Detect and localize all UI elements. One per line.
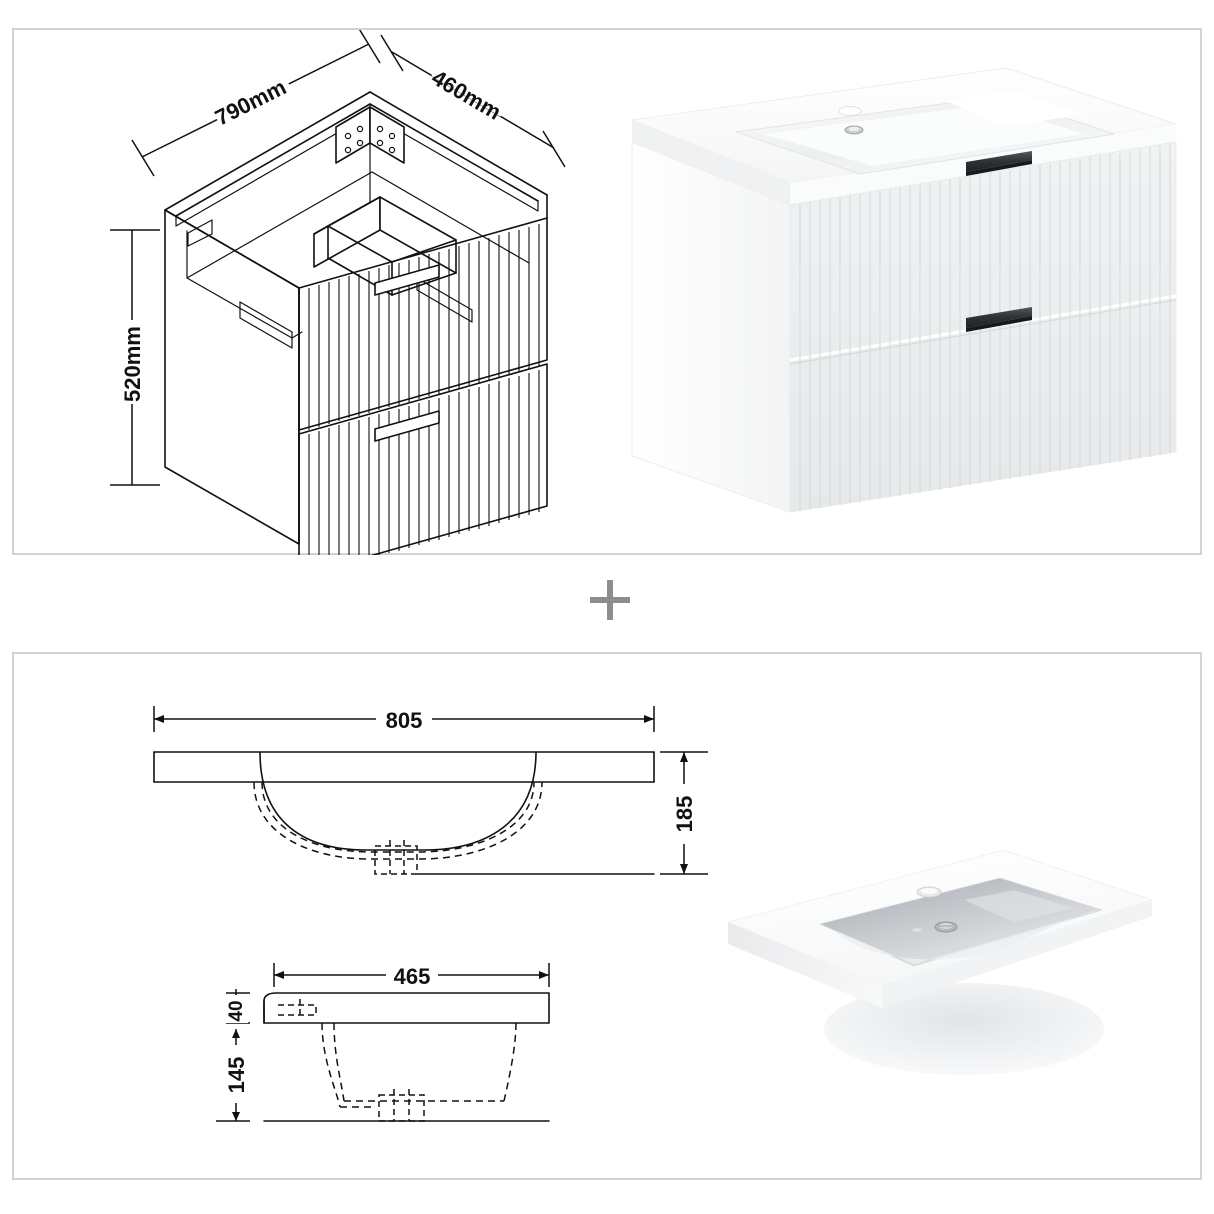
dimension-520mm-label: 520mm [120,326,145,402]
dimension-40 [226,989,250,1024]
tap-hole-icon [838,106,862,116]
dimension-465 [273,963,550,988]
basin-photo [714,844,1164,1094]
plus-separator-icon [588,578,632,622]
dimension-520mm [110,229,160,486]
dimension-465-label: 465 [394,964,431,989]
integrated-basin-top [630,67,1177,205]
basin-underside [824,983,1104,1075]
waste-drain-icon [844,125,864,135]
basin-outline [153,751,655,875]
waste-drain-icon [934,921,958,933]
cabinet-body [631,141,1177,513]
drawer-handle-upper[interactable] [966,151,1032,176]
dimension-460mm [380,34,566,168]
cabinet-panel: 790mm 460mm 520mm [12,28,1202,555]
dimension-145 [216,1029,250,1122]
dimension-185-label: 185 [672,796,697,833]
dimension-790mm [131,30,381,177]
basin-side-section: 465 [204,949,624,1159]
dimension-805 [153,706,655,732]
dimension-145-label: 145 [224,1057,249,1094]
basin-front-edge [728,922,882,1008]
fluted-drawer-fronts [298,217,548,555]
fluted-texture [799,145,1171,511]
dimension-40-label: 40 [226,1000,247,1021]
basin-panel: 805 [12,652,1202,1180]
dimension-185 [660,751,708,875]
basin-front-section: 805 [124,684,724,914]
vanity-unit-photo [614,60,1194,550]
dimension-805-label: 805 [386,708,423,733]
drawer-handle-lower-drawing [374,410,440,442]
drawer-handle-lower[interactable] [966,307,1032,332]
cabinet-carcass [164,91,548,545]
basin-side-outline [263,992,550,1122]
drawer-handle-upper-drawing [374,264,440,296]
cabinet-isometric-drawing: 790mm 460mm 520mm [92,30,592,555]
